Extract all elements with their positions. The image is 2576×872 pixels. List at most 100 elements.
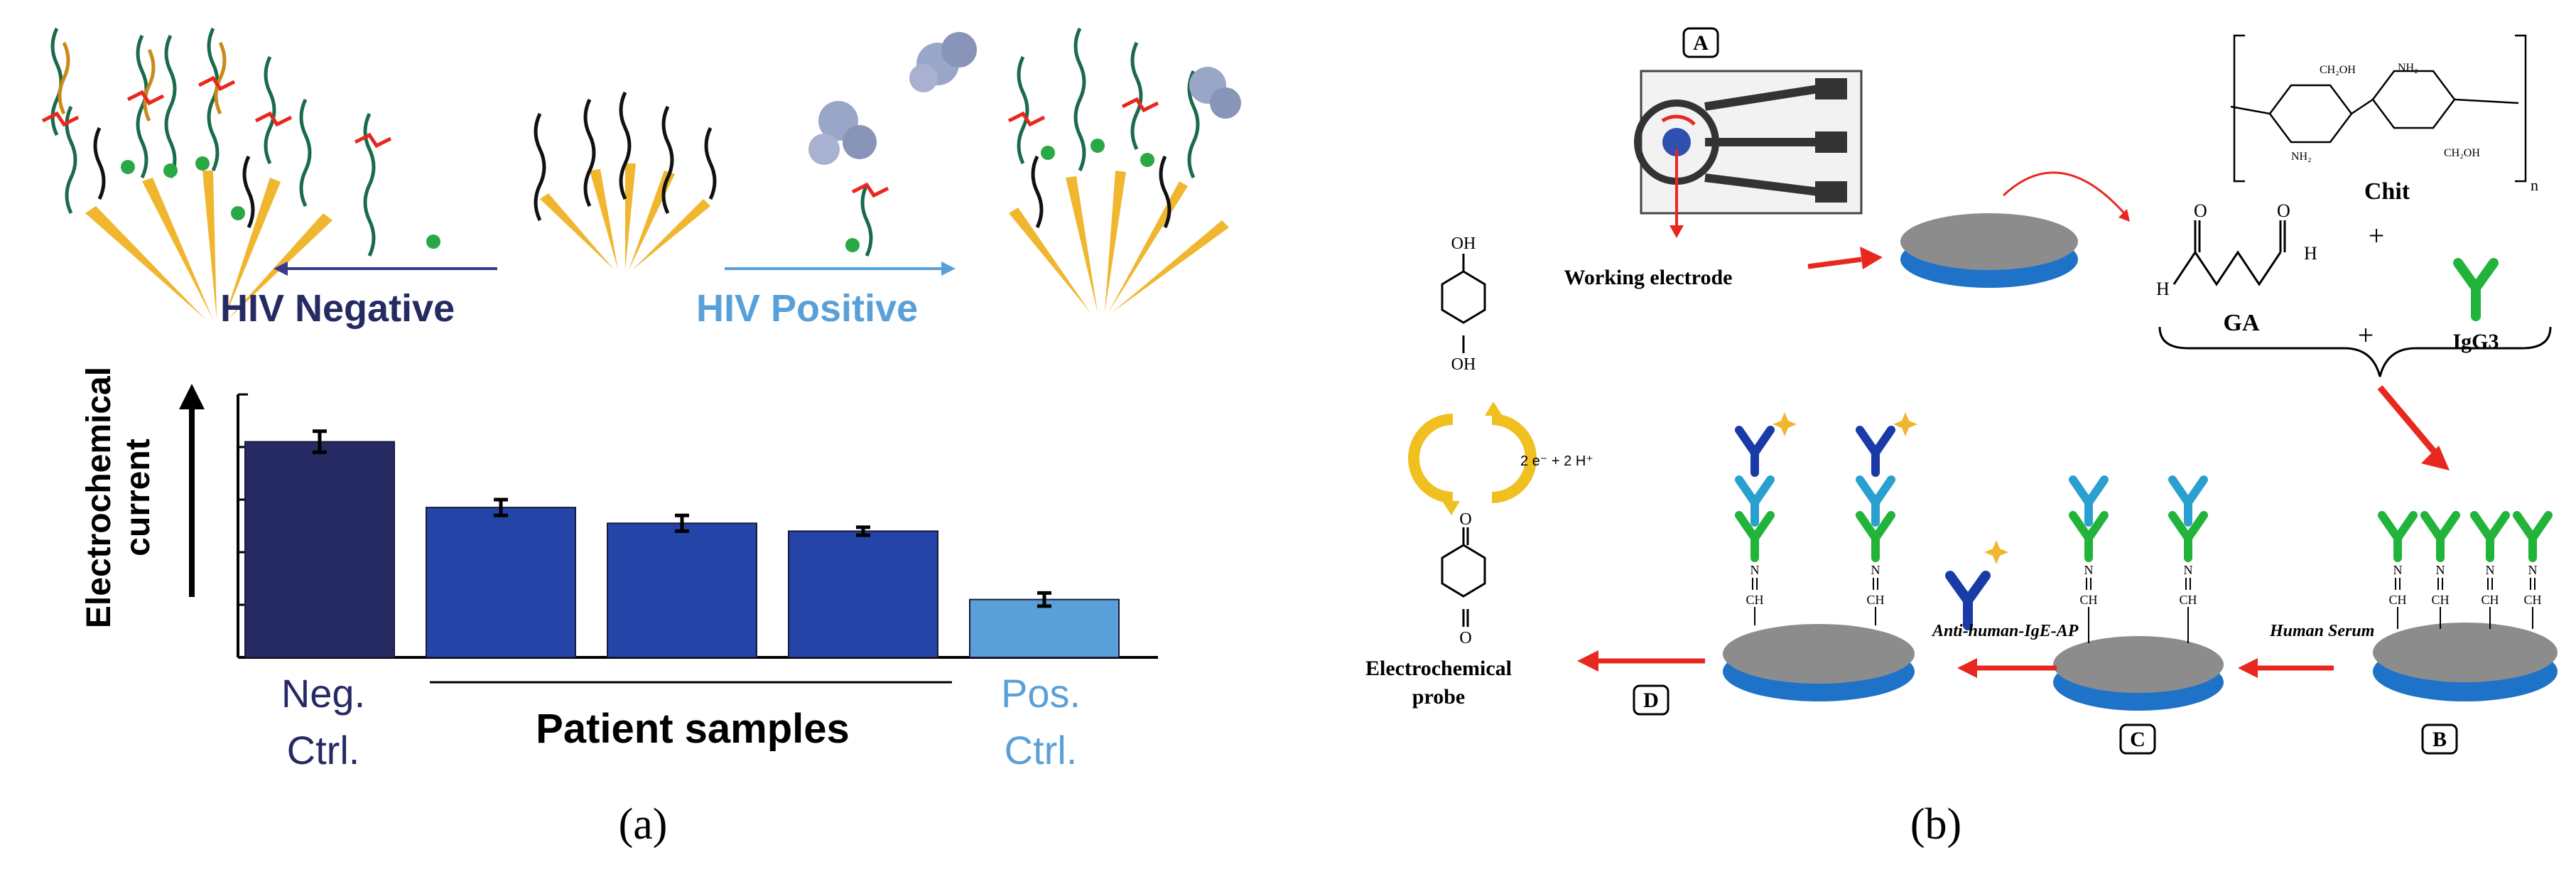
imine-ch: CH [2431,593,2449,607]
ch2oh-1: CH₂OH [2320,64,2356,76]
bar [244,441,395,658]
quinone-oxygen-bottom: O [1459,629,1471,647]
igg3-antibody-bound [2420,511,2460,562]
ga-oxygen-1: O [2194,200,2207,221]
plus-2: + [2358,319,2374,351]
quinone-structure [1441,527,1486,627]
electrode-d [1723,624,1915,701]
anti-human-ige-antibody [1856,426,1895,477]
igg3-antibody-bound [2513,511,2553,562]
hiv-negative-label: HIV Negative [220,287,455,330]
caption-b: (b) [1910,800,1961,849]
imine-n: N [2436,563,2445,577]
hydroquinone-structure [1441,254,1486,353]
igg3-label: IgG3 [2452,330,2499,353]
ga-hydrogen-2: H [2304,243,2317,264]
neg-ctrl-label-line2: Ctrl. [287,728,360,773]
bar-chart [237,393,1158,659]
label-a: A [1693,31,1709,55]
redox-cycle-arrows [1408,414,1537,503]
imine-ch: CH [1746,593,1763,607]
hydroquinone-oh-top: OH [1451,235,1476,253]
imine-ch: CH [2481,593,2499,607]
gold-nanostructure-middle [540,163,710,270]
label-c-box [2119,723,2156,755]
pos-ctrl-label-line1: Pos. [1001,671,1081,716]
imine-ch: CH [2079,593,2097,607]
plus-1: + [2369,220,2385,252]
y-axis-label-line1: Electrochemical [80,367,118,628]
igg3-antibody-bound [2378,511,2418,562]
label-a-box [1682,27,1719,58]
glutaraldehyde-structure [2172,220,2286,286]
antigen-complex [808,32,977,257]
ige-antigen [2069,475,2109,527]
electrochemical-probe-label-line2: probe [1412,685,1465,709]
bar [788,530,938,659]
electrode-c [2053,636,2224,711]
ch2oh-2: CH₂OH [2444,147,2480,159]
panel-b: A Working electrode [1365,27,2558,849]
chit-n: n [2531,176,2538,194]
imine-ch: CH [2179,593,2197,607]
chitosan-structure [2230,34,2527,183]
dna-probes-right [1007,27,1200,229]
bar [969,598,1120,658]
electrochemical-probe-label-line1: Electrochemical [1365,657,1512,680]
redox-reaction-label: 2 e⁻ + 2 H⁺ [1520,453,1593,469]
igg3-antibody-bound [1735,511,1775,562]
imine-n: N [2184,563,2193,577]
anti-human-label: Anti-human-IgE-AP [1931,622,2079,640]
nh2-2: NH₂ [2398,62,2418,74]
human-serum-label: Human Serum [2269,622,2374,640]
electrode-b [2373,623,2558,701]
imine-ch: CH [1866,593,1884,607]
ap-enzyme-star [1893,412,1917,436]
imine-n: N [2393,563,2403,577]
ga-label: GA [2224,310,2260,336]
working-electrode-label: Working electrode [1564,266,1733,289]
label-b-box [2421,723,2458,755]
electrode-d-antibodies: N CH N CH [1735,412,1917,625]
imine-n: N [2486,563,2495,577]
hydroquinone-oh-bottom: OH [1451,355,1476,374]
electrode-disk-top [1900,213,2078,288]
quinone-oxygen-top: O [1459,510,1471,529]
patient-samples-label: Patient samples [536,706,850,752]
label-d: D [1643,689,1659,712]
free-probe [354,112,392,257]
panel-a: HIV Negative HIV Positive Electrochemica… [41,27,1241,849]
anti-human-ige-antibody [1735,426,1775,477]
igg3-antibody-bound [1856,511,1895,562]
igg3-antibody [2453,258,2499,321]
pos-ctrl-label-line2: Ctrl. [1005,728,1078,773]
ige-antigen [2168,475,2208,527]
imine-n: N [1871,563,1880,577]
combine-brace [2158,326,2552,377]
label-b: B [2432,728,2447,751]
caption-a: (a) [619,800,668,849]
hiv-positive-label: HIV Positive [696,287,918,330]
anti-human-ige-ap [1945,571,1991,630]
imine-n: N [1750,563,1760,577]
chit-label: Chit [2364,178,2410,205]
ap-enzyme-star [1773,412,1797,436]
igg3-antibody-bound [2168,511,2208,562]
imine-ch: CH [2388,593,2406,607]
neg-ctrl-label-line1: Neg. [281,671,365,716]
ga-oxygen-2: O [2277,200,2290,221]
label-d-box [1633,684,1669,716]
screen-printed-electrode [1634,70,1863,215]
imine-n: N [2528,563,2538,577]
igg3-antibody-bound [2470,511,2510,562]
y-axis-label-line2: current [119,438,157,556]
nh2-1: NH₂ [2291,151,2312,163]
imine-ch: CH [2523,593,2541,607]
probes-middle [534,91,717,222]
gold-nanostructure-right [1009,171,1229,313]
label-c: C [2130,728,2145,751]
ige-antigen [1735,475,1775,527]
imine-n: N [2084,563,2094,577]
ige-antigen [1856,475,1895,527]
dna-probes-left [41,27,312,229]
